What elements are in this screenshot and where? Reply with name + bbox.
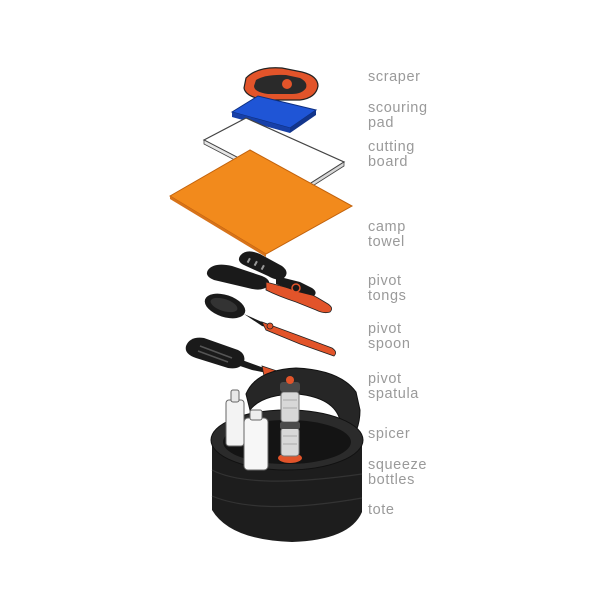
label-tote: tote bbox=[368, 503, 395, 518]
label-cutting-board: cutting board bbox=[368, 140, 415, 170]
label-pivot-tongs: pivot tongs bbox=[368, 274, 406, 304]
spicer-illustration bbox=[280, 376, 300, 456]
label-squeeze-bottles: squeeze bottles bbox=[368, 458, 427, 488]
scraper-illustration bbox=[244, 68, 318, 100]
label-pivot-spatula: pivot spatula bbox=[368, 372, 419, 402]
label-pivot-spoon: pivot spoon bbox=[368, 322, 411, 352]
label-column: scraper scouring pad cutting board camp … bbox=[368, 0, 588, 600]
label-spicer: spicer bbox=[368, 427, 410, 442]
label-scraper: scraper bbox=[368, 70, 421, 85]
tote-illustration bbox=[211, 368, 363, 542]
label-scouring-pad: scouring pad bbox=[368, 101, 428, 131]
label-camp-towel: camp towel bbox=[368, 220, 406, 250]
